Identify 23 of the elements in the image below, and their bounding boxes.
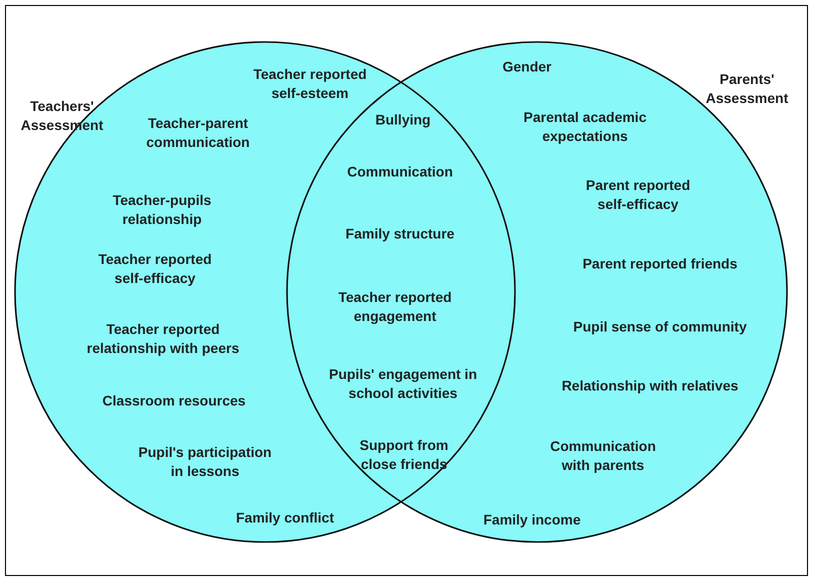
factor-label: Pupil sense of community bbox=[572, 318, 748, 336]
factor-label: Teacher reported self-efficacy bbox=[97, 250, 213, 288]
factor-label: Parental academic expectations bbox=[522, 108, 648, 146]
factor-label: Communication with parents bbox=[549, 437, 657, 475]
factor-label: Teacher reported engagement bbox=[337, 288, 453, 326]
factor-label: Family income bbox=[482, 510, 582, 530]
factor-label: Communication bbox=[346, 162, 454, 182]
factor-label: Relationship with relatives bbox=[560, 376, 740, 396]
factor-label: Parent reported friends bbox=[582, 254, 738, 274]
factor-label: Teacher reported self-esteem bbox=[252, 65, 368, 103]
factor-label: Bullying bbox=[374, 110, 432, 130]
factor-label: Family structure bbox=[344, 224, 456, 244]
factor-label: Teacher-pupils relationship bbox=[112, 191, 212, 229]
factor-label: Support from close friends bbox=[358, 436, 450, 474]
factor-label: Pupil's participation in lessons bbox=[137, 443, 273, 481]
factor-label: Teacher-parent communication bbox=[145, 114, 251, 152]
factor-label: Classroom resources bbox=[101, 392, 247, 410]
group-heading: Parents' Assessment bbox=[704, 70, 790, 108]
factor-label: Teacher reported relationship with peers bbox=[86, 320, 240, 358]
factor-label: Parent reported self-efficacy bbox=[584, 176, 692, 214]
factor-label: Family conflict bbox=[234, 508, 336, 528]
factor-label: Gender bbox=[501, 58, 552, 76]
factor-label: Pupils' engagement in school activities bbox=[328, 365, 478, 403]
